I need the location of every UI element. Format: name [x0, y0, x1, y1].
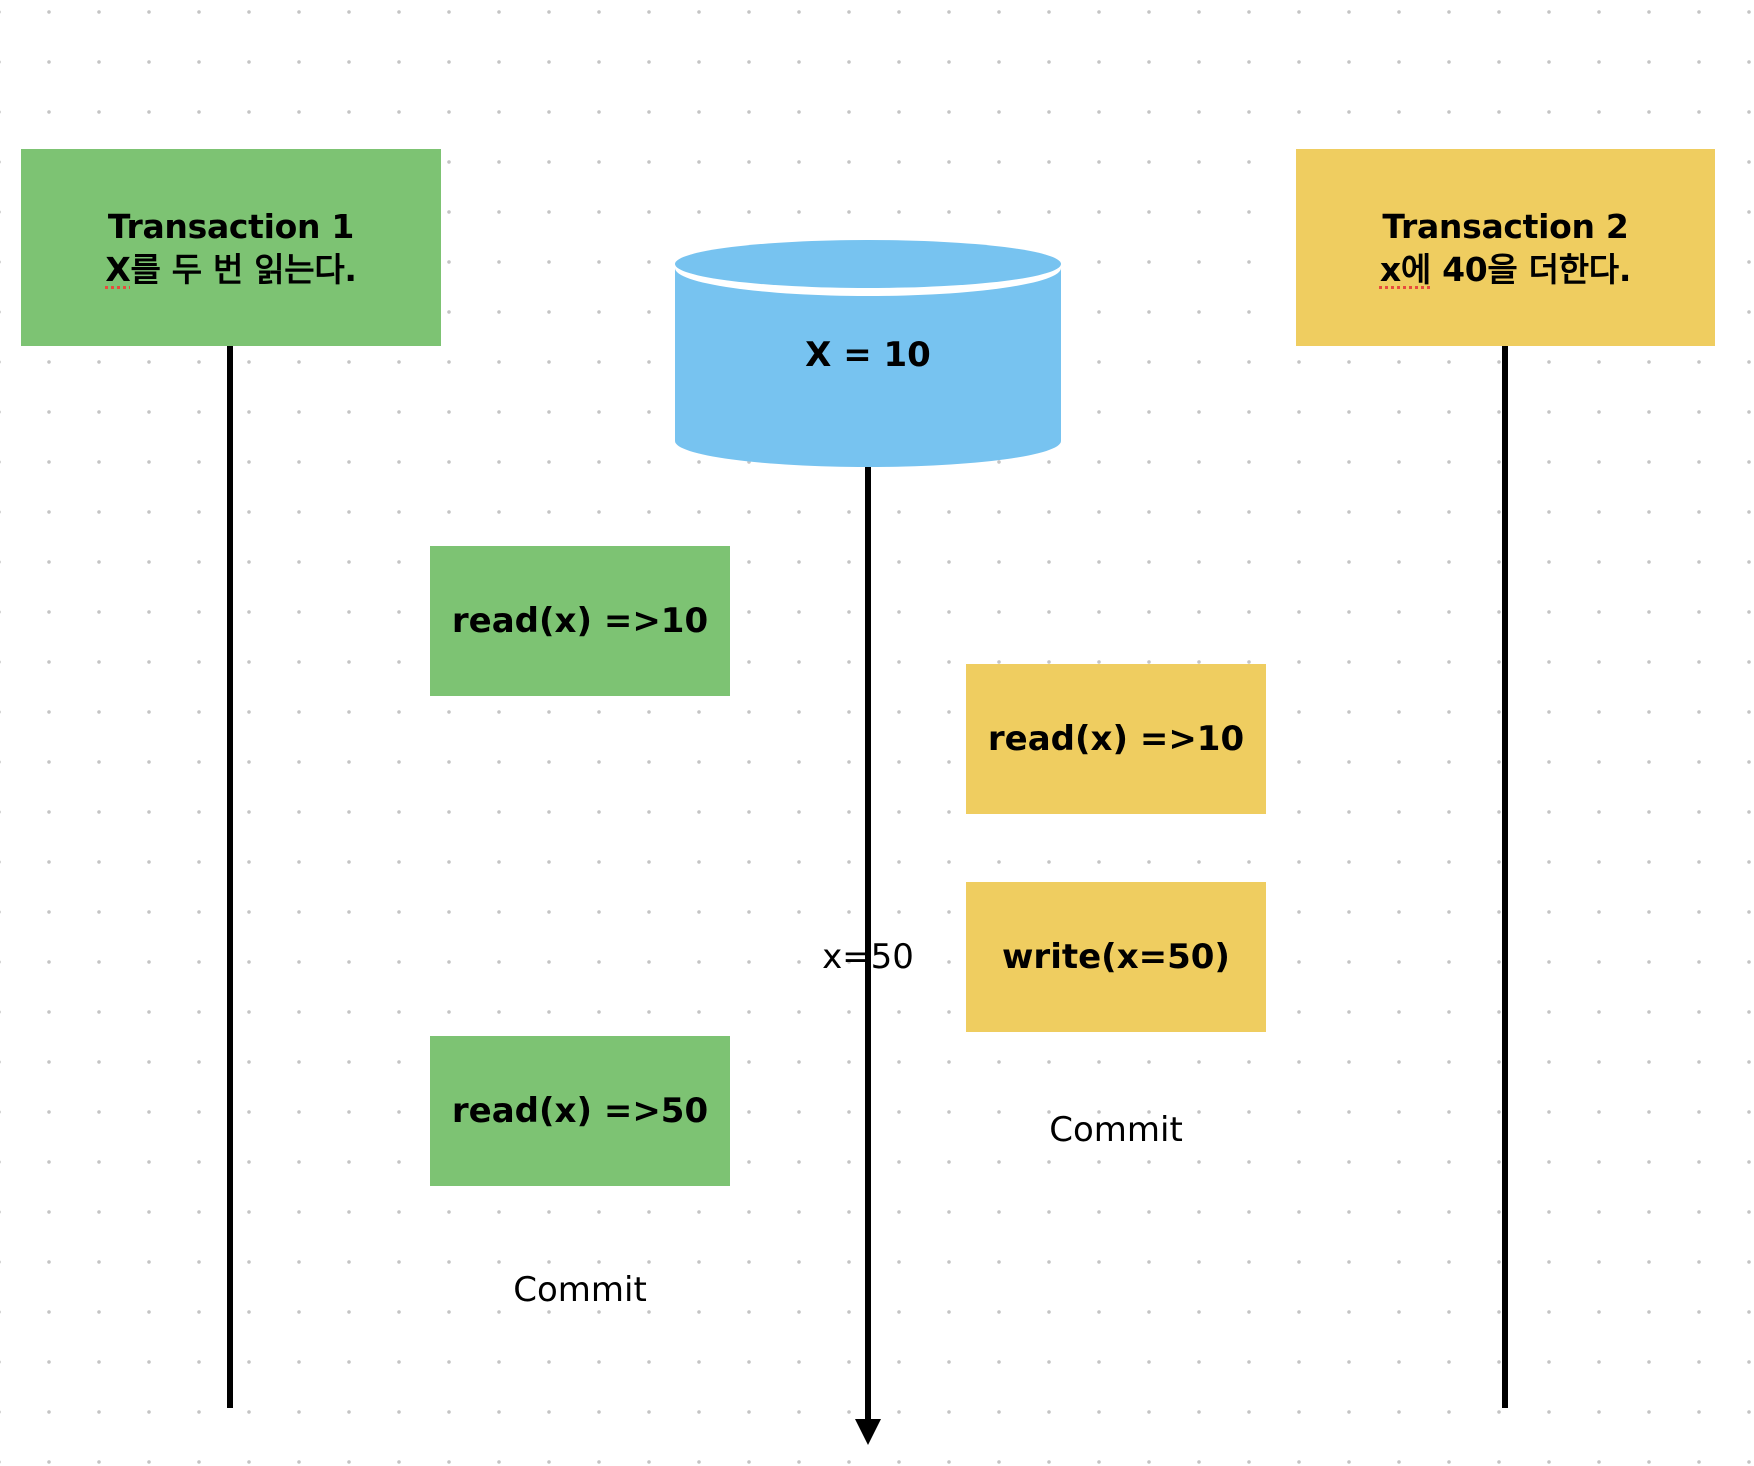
transaction1-lifeline: [227, 340, 233, 1408]
t2-write-step: write(x=50): [966, 882, 1266, 1032]
database-value-label: X = 10: [805, 335, 931, 375]
timeline-arrowhead: [855, 1419, 881, 1445]
database-cylinder: [675, 240, 1061, 467]
transaction2-header: Transaction 2 x에 40을 더한다.: [1296, 149, 1715, 346]
transaction2-lifeline: [1502, 339, 1508, 1408]
transaction1-description: X를 두 번 읽는다.: [105, 249, 357, 289]
t2-commit-label: Commit: [1049, 1110, 1183, 1150]
t1-commit-label: Commit: [513, 1270, 647, 1310]
t1-read-second-label: read(x) =>50: [451, 1091, 709, 1131]
transaction1-title: Transaction 1: [107, 206, 355, 246]
t2-read-label: read(x) =>10: [987, 719, 1245, 759]
t1-read-first-label: read(x) =>10: [451, 601, 709, 641]
t1-read-second-step: read(x) =>50: [430, 1036, 730, 1186]
db-updated-value-label: x=50: [822, 937, 914, 977]
spellcheck-word: X: [105, 249, 131, 289]
t1-read-first-step: read(x) =>10: [430, 546, 730, 696]
transaction2-title: Transaction 2: [1382, 206, 1629, 246]
spellcheck-word: x에: [1379, 249, 1431, 289]
transaction1-header: Transaction 1 X를 두 번 읽는다.: [21, 149, 441, 346]
t2-write-label: write(x=50): [1002, 937, 1230, 977]
t2-read-step: read(x) =>10: [966, 664, 1266, 814]
database-timeline: [865, 466, 871, 1422]
transaction2-description: x에 40을 더한다.: [1379, 249, 1632, 289]
